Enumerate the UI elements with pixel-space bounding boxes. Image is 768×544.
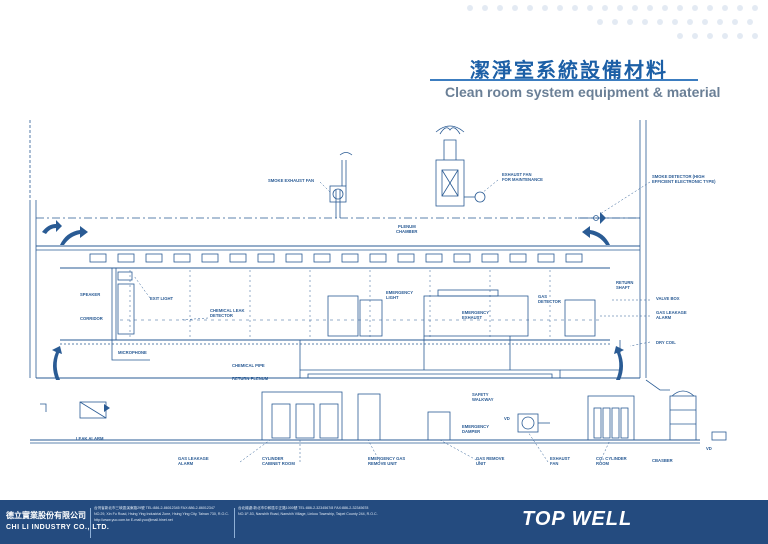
label-valve-box: VALVE BOX (656, 296, 680, 301)
maintenance-exhaust-unit (435, 159, 465, 207)
co2-cylinder-room (587, 395, 635, 441)
cbasber-unit (669, 395, 697, 441)
label-vd-1: VD (504, 416, 510, 421)
label-emergency-gas: EMERGENCY GAS (368, 456, 405, 461)
label-chemical-leak: CHEMICAL LEAK (210, 308, 245, 313)
label-emergency-damper: EMERGENCY (462, 424, 489, 429)
label-emergency-light-2: LIGHT (386, 295, 399, 300)
label-dry-coil: DRY COIL (656, 340, 676, 345)
label-gas-leakage-alarm-right: GAS LEAKAGE (656, 310, 687, 315)
exhaust-cap-icon (435, 125, 465, 133)
label-gas-leakage-alarm-bottom-2: ALARM (178, 461, 194, 466)
label-co2-room-2: ROOM (596, 461, 610, 466)
ffu-row (89, 253, 583, 263)
title-divider (430, 79, 698, 81)
footer-web[interactable]: http://www.yuo.com.tw E-mail:yuo@mail.hi… (94, 518, 173, 522)
label-chemical-leak-2: DETECTOR (210, 313, 233, 318)
label-chemical-pipe: CHEMICAL PIPE (232, 363, 265, 368)
process-tool-1 (327, 295, 359, 337)
label-exit-light: EXIT LIGHT (150, 296, 173, 301)
page-title-zh: 潔淨室系統設備材料 (470, 58, 668, 82)
speaker-box (117, 271, 133, 281)
label-speaker: SPEAKER (80, 292, 100, 297)
label-smoke-detector: SMOKE DETECTOR (HIGH (652, 174, 705, 179)
smoke-detector-icon (593, 215, 599, 221)
label-safety-walkway-2: WALKWAY (472, 397, 494, 402)
label-plenum-2: CHAMBER (396, 229, 417, 234)
label-vd-2: VD (706, 446, 712, 451)
decorative-dots (467, 5, 758, 39)
label-return-shaft-2: SHAFT (616, 285, 630, 290)
footer-address-zh: 台灣省新北市三峽區溪東路29號 TEL:886-2-86012345 FAX:8… (94, 506, 215, 510)
label-co2-room: CO₂ CYLINDER (596, 456, 627, 461)
label-return-plenum: RETURN PLENUM (232, 376, 269, 381)
label-smoke-exhaust-fan: SMOKE EXHAUST FAN (268, 178, 314, 183)
gas-remove-unit (427, 411, 451, 441)
label-cylinder-cabinet-2: CABINET ROOM (262, 461, 295, 466)
label-exhaust-fan-maintenance: EXHAUST FAN (502, 172, 532, 177)
label-exhaust-fan: EXHAUST (550, 456, 570, 461)
label-exhaust-fan-2: FAN (550, 461, 558, 466)
label-smoke-detector-2: EFFICIENT ELECTRONIC TYPE) (652, 179, 716, 184)
label-cbasber: CBASBER (652, 458, 673, 463)
footer-separator-2 (234, 508, 235, 538)
label-return-shaft: RETURN (616, 280, 633, 285)
label-gas-remove: GAS REMOVE (476, 456, 505, 461)
footer-address-en: NO.29, Xin Fu Road, Hsing Ying Industria… (94, 512, 229, 516)
label-gas-detector: GAS (538, 294, 547, 299)
label-emergency-light: EMERGENCY (386, 290, 413, 295)
company-name-en: CHI LI INDUSTRY CO., LTD. (6, 524, 110, 531)
footer-bar (0, 500, 768, 544)
emergency-gas-remove-unit (357, 393, 381, 441)
brand-logo: TOP WELL (522, 508, 633, 530)
label-microphone: MICROPHONE (118, 350, 147, 355)
cylinder-cabinet-room (261, 391, 343, 441)
door (117, 283, 135, 335)
footer-address-zh-2: 台北總處:新北市中和區中正路1000號 TEL:886-2-3234567/8 … (238, 506, 369, 510)
label-gas-remove-2: UNIT (476, 461, 486, 466)
company-name-zh: 德立實業股份有限公司 (6, 511, 86, 520)
label-gas-leakage-alarm-right-2: ALARM (656, 315, 672, 320)
page-title-en: Clean room system equipment & material (445, 84, 721, 100)
label-leak-alarm: LEAK ALARM (76, 436, 104, 441)
footer-address-en-2: NO.1F-53, Nanshih Road, Nanshih Village,… (238, 512, 378, 516)
label-emergency-gas-2: REMOVE UNIT (368, 461, 398, 466)
label-plenum: PLENUM (398, 224, 416, 229)
label-corridor: CORRIDOR (80, 316, 103, 321)
smoke-exhaust-fan (329, 185, 347, 203)
label-gas-detector-2: DETECTOR (538, 299, 561, 304)
label-emergency-exhaust: EMERGENCY (462, 310, 489, 315)
label-cylinder-cabinet: CYLINDER (262, 456, 283, 461)
label-gas-leakage-alarm-bottom: GAS LEAKAGE (178, 456, 209, 461)
gas-cabinet-top (564, 299, 596, 337)
footer-separator (90, 508, 91, 538)
label-emergency-exhaust-2: EXHAUST (462, 315, 482, 320)
label-emergency-damper-2: DAMPER (462, 429, 480, 434)
airflow-arrows (42, 212, 624, 412)
label-exhaust-fan-maintenance-2: FOR MAINTENANCE (502, 177, 543, 182)
clean-room-diagram: SMOKE EXHAUST FAN EXHAUST FAN FOR MAINTE… (29, 5, 758, 466)
label-safety-walkway: SAFETY (472, 392, 489, 397)
